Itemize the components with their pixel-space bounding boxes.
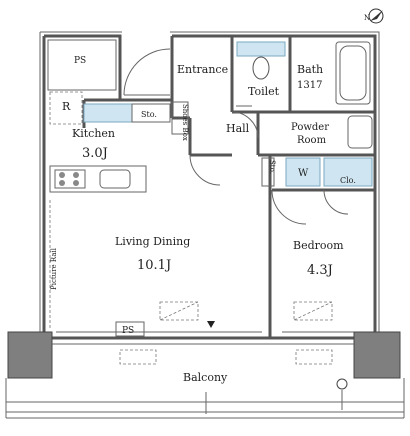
washer-label: W — [298, 168, 309, 179]
bathtub — [335, 41, 371, 105]
refrigerator-label: R — [62, 100, 71, 113]
drain-icon — [336, 378, 348, 390]
picture-rail-label: Picture Rail — [50, 247, 58, 290]
storage-small-label: Sto. — [268, 160, 276, 174]
interior-walls — [82, 36, 375, 338]
toilet-label: Toilet — [248, 85, 280, 98]
kitchen-counter — [49, 165, 147, 193]
ac-unit-living — [159, 301, 199, 321]
bath-size: 1317 — [297, 80, 322, 91]
washer — [285, 157, 321, 187]
balcony-railing — [5, 378, 405, 419]
toilet-bowl-icon — [252, 56, 270, 80]
entrance-door[interactable] — [123, 48, 171, 96]
storage-top — [131, 103, 171, 123]
closet — [323, 157, 373, 187]
shoes-box-label: Shoes Box — [181, 104, 189, 141]
balcony-ac-outdoor-1 — [119, 349, 157, 365]
powder-sink — [347, 115, 373, 149]
kitchen-size: 3.0J — [82, 146, 108, 161]
ps-bottom-label: PS — [122, 326, 134, 336]
stove-icon — [54, 169, 86, 189]
ac-unit-bedroom — [293, 301, 333, 321]
compass-icon: N — [364, 8, 384, 24]
balcony-label: Balcony — [183, 371, 228, 384]
bedroom-size: 4.3J — [307, 263, 333, 278]
shoes-box — [171, 101, 189, 135]
column-right — [353, 331, 401, 379]
column-left — [7, 331, 53, 379]
sink-icon — [99, 169, 131, 189]
ps-shaft-bottom — [115, 321, 145, 337]
bath-label: Bath — [297, 63, 323, 76]
kitchen-cabinet — [83, 103, 133, 123]
bedroom-label: Bedroom — [293, 239, 344, 252]
closet-label: Clo. — [340, 176, 356, 185]
hall-label: Hall — [226, 122, 250, 135]
entry-arrow-icon — [207, 321, 215, 328]
balcony-ac-outdoor-2 — [295, 349, 333, 365]
living-dining-label: Living Dining — [115, 235, 190, 248]
north-label: N — [364, 14, 370, 22]
ps-top-label: PS — [74, 56, 86, 66]
entrance-label: Entrance — [177, 63, 228, 76]
toilet-fixture — [236, 41, 286, 57]
refrigerator — [49, 91, 83, 125]
living-dining-size: 10.1J — [137, 258, 171, 273]
storage-small — [261, 157, 275, 187]
storage-label: Sto. — [141, 110, 157, 119]
kitchen-label: Kitchen — [72, 127, 115, 140]
